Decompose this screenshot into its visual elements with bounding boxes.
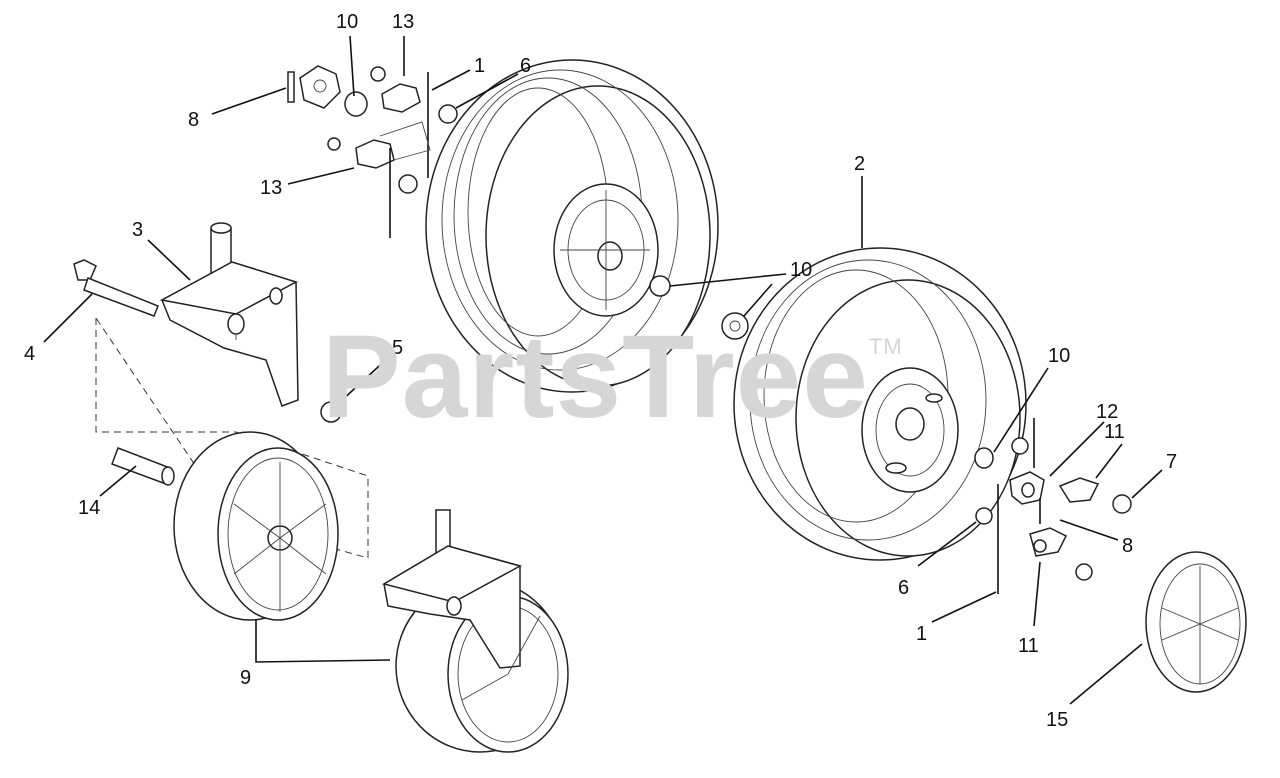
right-hardware-cluster[interactable]	[975, 418, 1132, 594]
caster-assembly-center[interactable]	[382, 509, 569, 753]
callout-10: 10	[336, 11, 358, 33]
callout-1: 1	[474, 55, 485, 77]
watermark: PartsTreeTM	[322, 318, 903, 436]
callout-12: 12	[1096, 401, 1118, 423]
callout-10: 10	[1048, 345, 1070, 367]
callout-10: 10	[790, 259, 812, 281]
callout-9: 9	[240, 667, 251, 689]
rear-wheel-upper[interactable]	[425, 59, 719, 393]
callout-1: 1	[916, 623, 927, 645]
callout-11: 11	[1104, 421, 1125, 443]
bolt-part-4[interactable]	[73, 259, 159, 317]
callout-4: 4	[24, 343, 35, 365]
callout-13: 13	[260, 177, 282, 199]
callout-13: 13	[392, 11, 414, 33]
callout-5: 5	[392, 337, 403, 359]
callout-2: 2	[854, 153, 865, 175]
nut-part-5[interactable]	[320, 401, 342, 423]
spacer-part-14[interactable]	[111, 447, 175, 486]
leader-lines	[43, 35, 1163, 705]
callout-3: 3	[132, 219, 143, 241]
callout-11: 11	[1018, 635, 1039, 657]
washer-part-10[interactable]	[721, 312, 749, 340]
callout-labels: 10 13 1 6 8 13 3 2 10 4 5 10 12 11 7 14 …	[24, 11, 1177, 731]
caster-fork[interactable]	[159, 222, 299, 407]
callout-8: 8	[1122, 535, 1133, 557]
upper-hardware-cluster[interactable]	[287, 65, 458, 238]
callout-7: 7	[1166, 451, 1177, 473]
callout-6: 6	[520, 55, 531, 77]
callout-6: 6	[898, 577, 909, 599]
callout-15: 15	[1046, 709, 1068, 731]
rear-wheel-lower[interactable]	[733, 247, 1027, 561]
callout-8: 8	[188, 109, 199, 131]
watermark-tm: TM	[868, 334, 903, 359]
callout-14: 14	[78, 497, 100, 519]
hub-cap-part-15[interactable]	[1145, 551, 1247, 693]
caster-wheel-left[interactable]	[173, 431, 339, 621]
watermark-text: PartsTree	[322, 311, 869, 443]
